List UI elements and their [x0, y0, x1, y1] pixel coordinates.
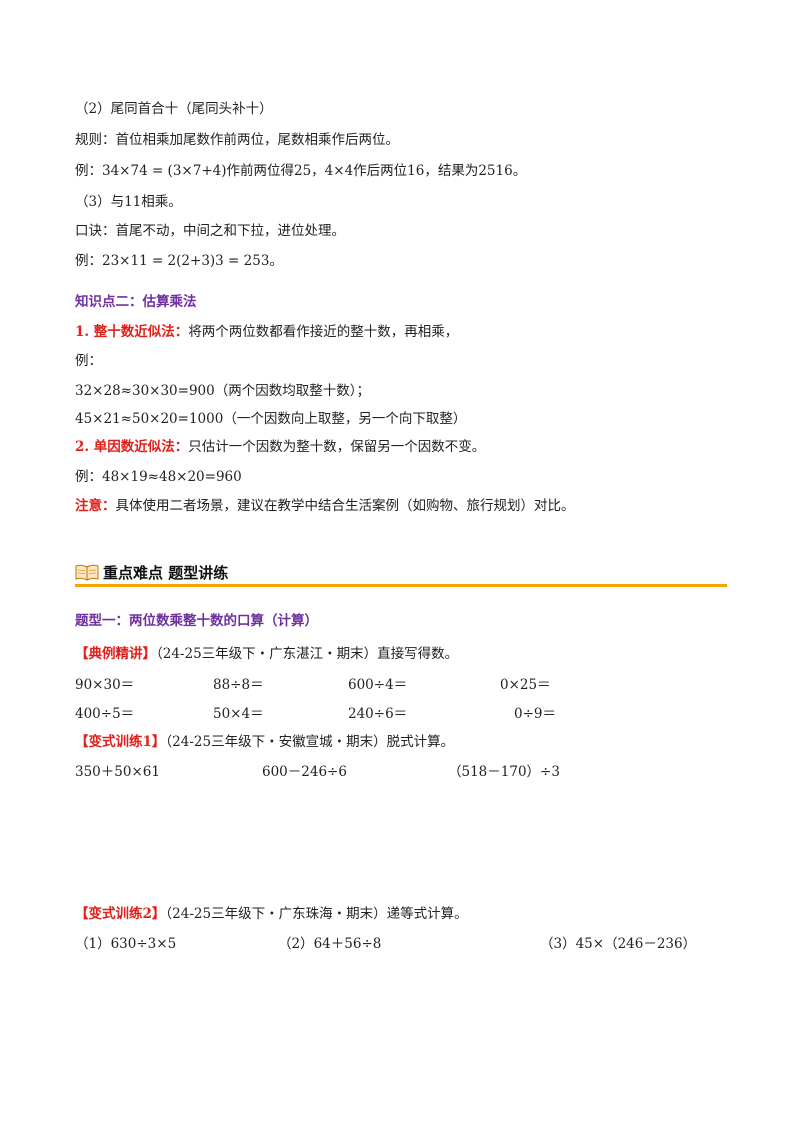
variant1-item-1: 350＋50×61 [75, 764, 160, 780]
method2-line: 2. 单因数近似法：只估计一个因数为整十数，保留另一个因数不变。 [75, 438, 485, 456]
method1-label: 1. 整十数近似法： [75, 324, 189, 340]
method1-example-2: 45×21≈50×20=1000（一个因数向上取整，另一个向下取整） [75, 411, 467, 427]
knowledge-point-heading: 知识点二：估算乘法 [75, 294, 197, 310]
book-icon [75, 564, 99, 581]
variant2-item-2: （2）64＋56÷8 [278, 936, 382, 952]
section-title: 重点难点 题型讲练 [103, 564, 229, 582]
example-text: （24-25三年级下・广东湛江・期末）直接写得数。 [156, 646, 459, 662]
method2-example: 例：48×19≈48×20=960 [75, 469, 242, 485]
problem-r1c4: 0×25＝ [500, 677, 551, 693]
variant2-label: 【变式训练2】 [75, 906, 166, 922]
sub2-example: 例：34×74 = (3×7+4)作前两位得25，4×4作后两位16，结果为25… [75, 163, 527, 179]
variant1-line: 【变式训练1】（24-25三年级下・安徽宣城・期末）脱式计算。 [75, 733, 454, 751]
method1-text: 将两个两位数都看作接近的整十数，再相乘， [188, 324, 459, 340]
problem-r2c2: 50×4＝ [213, 706, 264, 722]
variant2-line: 【变式训练2】（24-25三年级下・广东珠海・期末）递等式计算。 [75, 905, 468, 923]
sub3-title: （3）与11相乘。 [75, 194, 182, 210]
note-line: 注意：具体使用二者场景，建议在教学中结合生活案例（如购物、旅行规划）对比。 [75, 497, 575, 515]
variant2-item-3: （3）45×（246－236） [540, 936, 697, 952]
problem-r2c4: 0÷9＝ [514, 706, 556, 722]
problem-r1c3: 600÷4＝ [348, 677, 408, 693]
note-text: 具体使用二者场景，建议在教学中结合生活案例（如购物、旅行规划）对比。 [115, 498, 575, 514]
method1-line: 1. 整十数近似法：将两个两位数都看作接近的整十数，再相乘， [75, 323, 458, 341]
method2-text: 只估计一个因数为整十数，保留另一个因数不变。 [188, 439, 486, 455]
type1-heading: 题型一：两位数乘整十数的口算（计算） [75, 613, 318, 629]
problem-r1c1: 90×30＝ [75, 677, 135, 693]
sub3-rule: 口诀：首尾不动，中间之和下拉，进位处理。 [75, 223, 345, 239]
example-line: 【典例精讲】（24-25三年级下・广东湛江・期末）直接写得数。 [75, 645, 458, 663]
variant1-label: 【变式训练1】 [75, 734, 166, 750]
problem-r2c1: 400÷5＝ [75, 706, 135, 722]
variant1-item-3: （518－170）÷3 [448, 764, 560, 780]
problem-r1c2: 88÷8＝ [213, 677, 264, 693]
method2-label: 2. 单因数近似法： [75, 439, 189, 455]
variant2-text: （24-25三年级下・广东珠海・期末）递等式计算。 [165, 906, 468, 922]
sub2-rule: 规则：首位相乘加尾数作前两位，尾数相乘作后两位。 [75, 132, 399, 148]
sub3-example: 例：23×11 = 2(2+3)3 = 253。 [75, 253, 283, 269]
method1-example-1: 32×28≈30×30=900（两个因数均取整十数）； [75, 383, 370, 399]
problem-r2c3: 240÷6＝ [348, 706, 408, 722]
section-header: 重点难点 题型讲练 [75, 560, 727, 588]
variant1-text: （24-25三年级下・安徽宣城・期末）脱式计算。 [165, 734, 455, 750]
section-rule [75, 584, 727, 587]
method1-example-label: 例： [75, 353, 102, 369]
variant1-item-2: 600－246÷6 [262, 764, 347, 780]
note-label: 注意： [75, 498, 116, 514]
sub2-title: （2）尾同首合十（尾同头补十） [75, 101, 273, 117]
variant2-item-1: （1）630÷3×5 [75, 936, 177, 952]
example-label: 【典例精讲】 [75, 646, 156, 662]
